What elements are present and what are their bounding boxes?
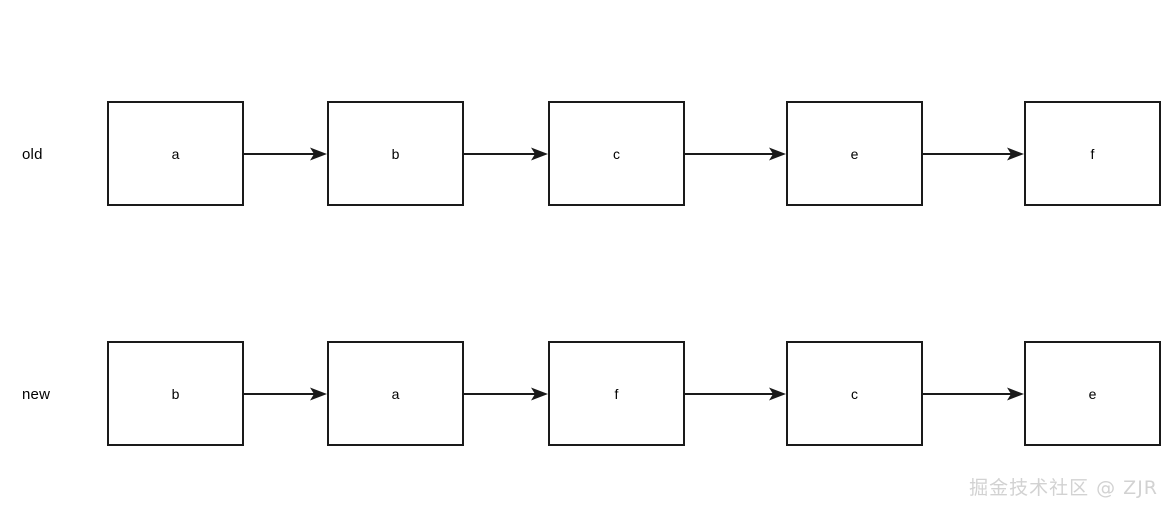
node-new-4[interactable]: e: [1024, 341, 1161, 446]
node-new-2[interactable]: f: [548, 341, 685, 446]
node-label: b: [391, 145, 400, 162]
arrow-new-3: [923, 385, 1024, 403]
node-old-0[interactable]: a: [107, 101, 244, 206]
node-old-1[interactable]: b: [327, 101, 464, 206]
node-new-0[interactable]: b: [107, 341, 244, 446]
arrow-new-1: [464, 385, 548, 403]
node-label: a: [171, 145, 180, 162]
arrow-old-0: [244, 145, 327, 163]
diagram-row-old: old a b c e: [0, 101, 1176, 207]
arrow-old-1: [464, 145, 548, 163]
node-old-3[interactable]: e: [786, 101, 923, 206]
node-new-1[interactable]: a: [327, 341, 464, 446]
node-label: c: [613, 145, 620, 162]
arrow-old-2: [685, 145, 786, 163]
node-label: a: [391, 385, 400, 402]
node-new-3[interactable]: c: [786, 341, 923, 446]
node-old-2[interactable]: c: [548, 101, 685, 206]
node-label: b: [171, 385, 180, 402]
node-label: f: [614, 385, 619, 402]
node-label: e: [850, 145, 859, 162]
node-old-4[interactable]: f: [1024, 101, 1161, 206]
row-label-old: old: [22, 145, 43, 163]
arrow-old-3: [923, 145, 1024, 163]
node-label: c: [851, 385, 858, 402]
arrow-new-2: [685, 385, 786, 403]
watermark: 掘金技术社区 @ ZJR: [969, 477, 1158, 499]
arrow-new-0: [244, 385, 327, 403]
node-label: e: [1088, 385, 1097, 402]
diagram-row-new: new b a f c: [0, 341, 1176, 447]
node-label: f: [1090, 145, 1095, 162]
row-label-new: new: [22, 385, 51, 403]
